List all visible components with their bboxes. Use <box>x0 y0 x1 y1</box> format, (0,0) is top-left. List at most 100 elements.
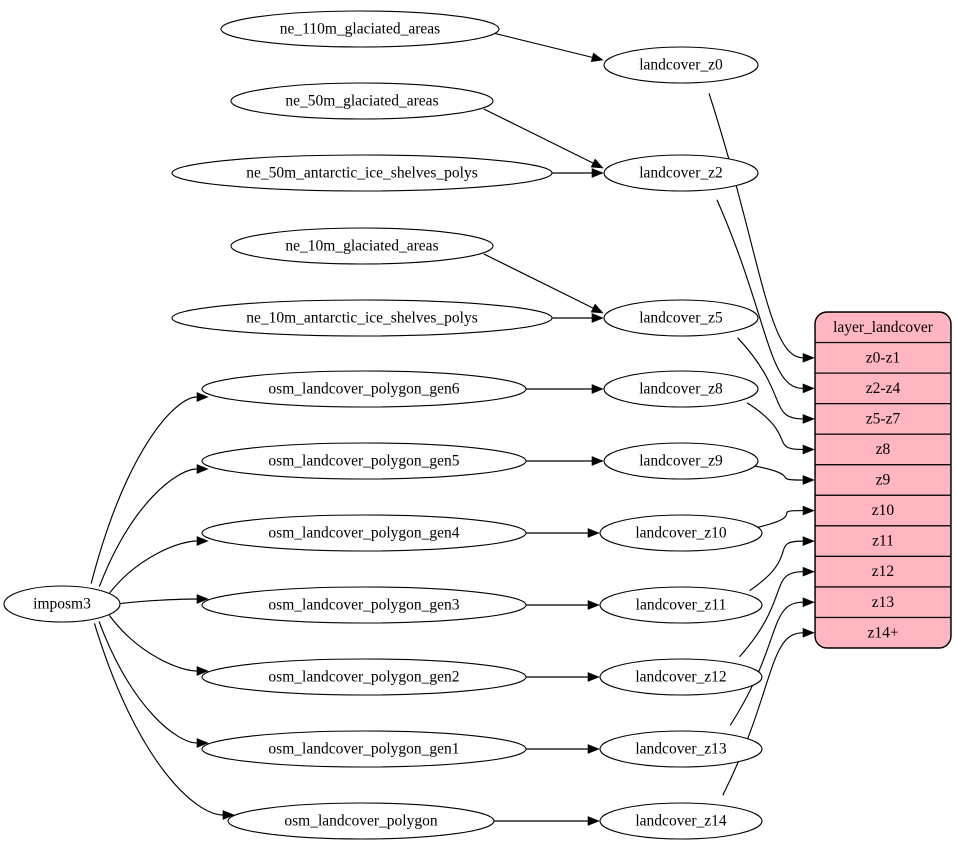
edge-osm_landcover_polygon_gen5-to-landcover_z9-arrowhead <box>591 456 604 466</box>
edge-osm_landcover_polygon_gen6-to-landcover_z8-arrowhead <box>591 384 604 394</box>
table-row-label-z14+: z14+ <box>867 624 898 641</box>
table-header-cell[interactable]: layer_landcover <box>815 312 951 344</box>
node-osm_landcover_polygon_gen3[interactable]: osm_landcover_polygon_gen3 <box>201 586 527 624</box>
node-ne_10m_antarctic_ice_shelves_polys-label: ne_10m_antarctic_ice_shelves_polys <box>246 310 478 327</box>
edge-osm_landcover_polygon_gen5-to-landcover_z9 <box>526 456 604 466</box>
node-osm_landcover_polygon_gen5[interactable]: osm_landcover_polygon_gen5 <box>201 442 527 480</box>
node-landcover_z11-label: landcover_z11 <box>636 597 727 614</box>
node-landcover_z9[interactable]: landcover_z9 <box>603 442 759 480</box>
node-landcover_z13[interactable]: landcover_z13 <box>599 730 763 768</box>
edge-landcover_z9-to-z9-arrowhead <box>802 475 815 485</box>
edge-landcover_z14-to-z14+-arrowhead <box>802 627 815 638</box>
node-landcover_z14[interactable]: landcover_z14 <box>599 802 763 840</box>
edge-landcover_z11-to-z11-arrowhead <box>802 536 815 546</box>
node-landcover_z0[interactable]: landcover_z0 <box>603 46 759 84</box>
edge-landcover_z11-to-z11 <box>749 536 815 592</box>
node-ne_50m_antarctic_ice_shelves_polys[interactable]: ne_50m_antarctic_ice_shelves_polys <box>171 154 553 192</box>
node-osm_landcover_polygon_gen2-label: osm_landcover_polygon_gen2 <box>268 669 459 686</box>
edge-landcover_z8-to-z8 <box>746 402 815 455</box>
node-ne_50m_antarctic_ice_shelves_polys-label: ne_50m_antarctic_ice_shelves_polys <box>246 165 478 182</box>
node-osm_landcover_polygon_gen1[interactable]: osm_landcover_polygon_gen1 <box>201 730 527 768</box>
table-row-label-z8: z8 <box>876 441 891 458</box>
node-osm_landcover_polygon_gen4[interactable]: osm_landcover_polygon_gen4 <box>201 514 527 552</box>
table-header-label: layer_landcover <box>833 319 934 336</box>
table-row-z9[interactable]: z9 <box>815 464 951 496</box>
edge-landcover_z2-to-z2-z4-arrowhead <box>802 383 815 394</box>
edge-landcover_z13-to-z13 <box>729 597 815 726</box>
edge-ne_50m_antarctic_ice_shelves_polys-to-landcover_z2-arrowhead <box>591 168 604 178</box>
table-row-z13[interactable]: z13 <box>815 586 951 619</box>
node-ne_110m_glaciated_areas-label: ne_110m_glaciated_areas <box>280 21 440 38</box>
node-ne_110m_glaciated_areas[interactable]: ne_110m_glaciated_areas <box>220 10 500 48</box>
node-landcover_z11[interactable]: landcover_z11 <box>599 586 763 624</box>
node-landcover_z8[interactable]: landcover_z8 <box>603 370 759 408</box>
edge-imposm3-to-osm_landcover_polygon_gen4-arrowhead <box>196 536 209 546</box>
node-osm_landcover_polygon_gen4-label: osm_landcover_polygon_gen4 <box>268 525 459 542</box>
edge-imposm3-to-osm_landcover_polygon <box>93 623 235 820</box>
edges-layer <box>90 32 815 826</box>
node-landcover_z8-label: landcover_z8 <box>639 381 723 398</box>
node-osm_landcover_polygon_gen6-label: osm_landcover_polygon_gen6 <box>268 381 459 398</box>
nodes-layer: imposm3 ne_110m_glaciated_areas ne_50m_gla… <box>3 10 763 840</box>
table-row-z0-z1[interactable]: z0-z1 <box>815 341 951 374</box>
table-row-label-z5-z7: z5-z7 <box>866 410 901 427</box>
edge-landcover_z14-to-z14+ <box>722 627 815 796</box>
edge-landcover_z12-to-z12 <box>739 566 815 658</box>
node-osm_landcover_polygon-label: osm_landcover_polygon <box>284 813 438 830</box>
node-ne_10m_antarctic_ice_shelves_polys[interactable]: ne_10m_antarctic_ice_shelves_polys <box>171 299 553 337</box>
node-osm_landcover_polygon_gen2[interactable]: osm_landcover_polygon_gen2 <box>201 658 527 696</box>
edge-osm_landcover_polygon_gen3-to-landcover_z11-arrowhead <box>587 600 600 610</box>
layer-table-cells: layer_landcover z0-z1 z2-z4 z5-z7 z8 z9 z10 z11… <box>815 312 951 648</box>
edge-imposm3-to-osm_landcover_polygon_gen6-arrowhead <box>196 392 209 402</box>
edge-osm_landcover_polygon_gen6-to-landcover_z8 <box>526 384 604 394</box>
edge-landcover_z8-to-z8-arrowhead <box>802 444 815 455</box>
node-landcover_z2-label: landcover_z2 <box>639 165 723 182</box>
node-landcover_z9-label: landcover_z9 <box>639 453 723 470</box>
table-row-z8[interactable]: z8 <box>815 433 951 466</box>
node-imposm3-label: imposm3 <box>33 596 91 613</box>
edge-landcover_z0-to-z0-z1-arrowhead <box>802 352 815 363</box>
node-landcover_z5-label: landcover_z5 <box>639 310 723 327</box>
edge-osm_landcover_polygon_gen3-to-landcover_z11 <box>526 600 600 610</box>
table-row-label-z12: z12 <box>872 563 894 580</box>
edge-imposm3-to-osm_landcover_polygon_gen2 <box>108 614 209 676</box>
table-row-z10[interactable]: z10 <box>815 494 951 527</box>
edge-imposm3-to-osm_landcover_polygon_gen2-arrowhead <box>196 666 209 676</box>
edge-imposm3-to-osm_landcover_polygon_gen3 <box>115 594 209 605</box>
edge-landcover_z5-to-z5-z7-arrowhead <box>802 414 815 424</box>
node-osm_landcover_polygon_gen5-label: osm_landcover_polygon_gen5 <box>268 453 459 470</box>
node-landcover_z2[interactable]: landcover_z2 <box>603 154 759 192</box>
table-row-z14+[interactable]: z14+ <box>815 616 951 649</box>
edge-osm_landcover_polygon_gen1-to-landcover_z13-arrowhead <box>587 744 600 754</box>
table-row-z11[interactable]: z11 <box>815 525 951 557</box>
node-landcover_z12[interactable]: landcover_z12 <box>599 658 763 696</box>
edge-osm_landcover_polygon_gen4-to-landcover_z10 <box>526 528 600 538</box>
node-imposm3[interactable]: imposm3 <box>3 585 121 623</box>
node-osm_landcover_polygon_gen3-label: osm_landcover_polygon_gen3 <box>268 597 459 614</box>
node-ne_10m_glaciated_areas[interactable]: ne_10m_glaciated_areas <box>230 227 494 265</box>
table-row-label-z10: z10 <box>872 502 895 519</box>
node-ne_10m_glaciated_areas-label: ne_10m_glaciated_areas <box>285 238 438 255</box>
node-landcover_z0-label: landcover_z0 <box>639 57 723 74</box>
table-row-z12[interactable]: z12 <box>815 555 951 588</box>
node-osm_landcover_polygon[interactable]: osm_landcover_polygon <box>227 802 495 840</box>
edge-landcover_z10-to-z10 <box>757 505 815 528</box>
node-landcover_z10[interactable]: landcover_z10 <box>599 514 763 552</box>
table-row-z5-z7[interactable]: z5-z7 <box>815 403 951 435</box>
table-outline <box>814 311 952 649</box>
node-osm_landcover_polygon_gen6[interactable]: osm_landcover_polygon_gen6 <box>201 370 527 408</box>
table-row-label-z0-z1: z0-z1 <box>866 349 900 366</box>
node-landcover_z5[interactable]: landcover_z5 <box>603 299 759 337</box>
table-row-z2-z4[interactable]: z2-z4 <box>815 372 951 405</box>
edge-osm_landcover_polygon_gen2-to-landcover_z12 <box>526 672 600 682</box>
edge-osm_landcover_polygon-to-landcover_z14-arrowhead <box>587 816 600 826</box>
edge-imposm3-to-osm_landcover_polygon_gen5 <box>98 464 209 587</box>
edge-landcover_z10-to-z10-arrowhead <box>802 505 815 516</box>
edge-ne_10m_glaciated_areas-to-landcover_z5-arrowhead <box>590 303 604 314</box>
edge-ne_110m_glaciated_areas-to-landcover_z0-arrowhead <box>590 52 604 63</box>
edge-ne_10m_antarctic_ice_shelves_polys-to-landcover_z5-arrowhead <box>591 313 604 323</box>
edge-imposm3-to-osm_landcover_polygon_gen1-arrowhead <box>196 738 209 748</box>
edge-imposm3-to-osm_landcover_polygon_gen5-arrowhead <box>196 464 209 474</box>
edge-landcover_z5-to-z5-z7 <box>737 337 815 424</box>
node-ne_50m_glaciated_areas[interactable]: ne_50m_glaciated_areas <box>230 82 494 120</box>
